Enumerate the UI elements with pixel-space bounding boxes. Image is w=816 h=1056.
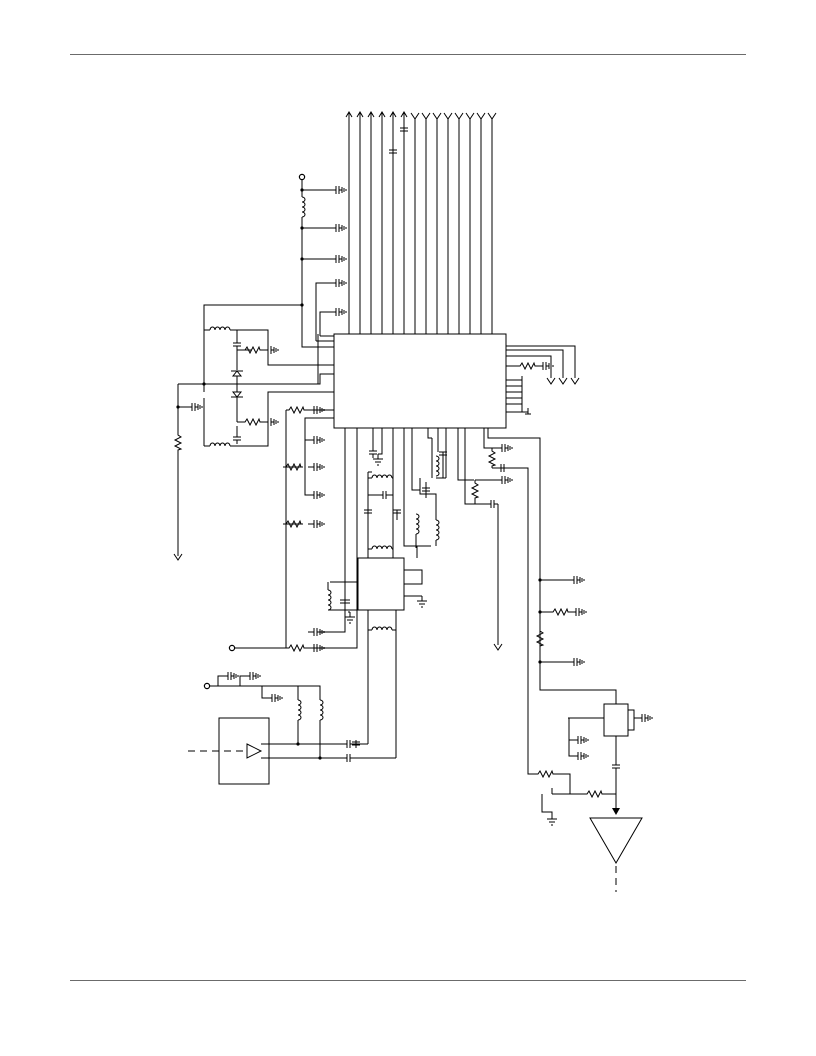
top-signal-bus xyxy=(345,111,497,334)
supply-chain-left xyxy=(204,173,347,392)
left-antenna-leg xyxy=(173,384,203,561)
right-bias-network xyxy=(536,575,587,667)
lna-network xyxy=(188,671,396,763)
main-ic xyxy=(334,334,506,428)
output-driver xyxy=(590,818,642,892)
main-ic-right-pins xyxy=(506,346,580,414)
footer-rule xyxy=(70,980,746,981)
regulator-network xyxy=(534,710,653,826)
aux-ic-network xyxy=(327,428,447,758)
aux-ic xyxy=(358,558,404,610)
varactor-tank xyxy=(178,326,334,447)
regulator-ic xyxy=(604,704,628,736)
header-rule xyxy=(70,54,746,55)
main-ic-bottom-right xyxy=(458,428,616,774)
rc-ladder xyxy=(228,405,357,653)
